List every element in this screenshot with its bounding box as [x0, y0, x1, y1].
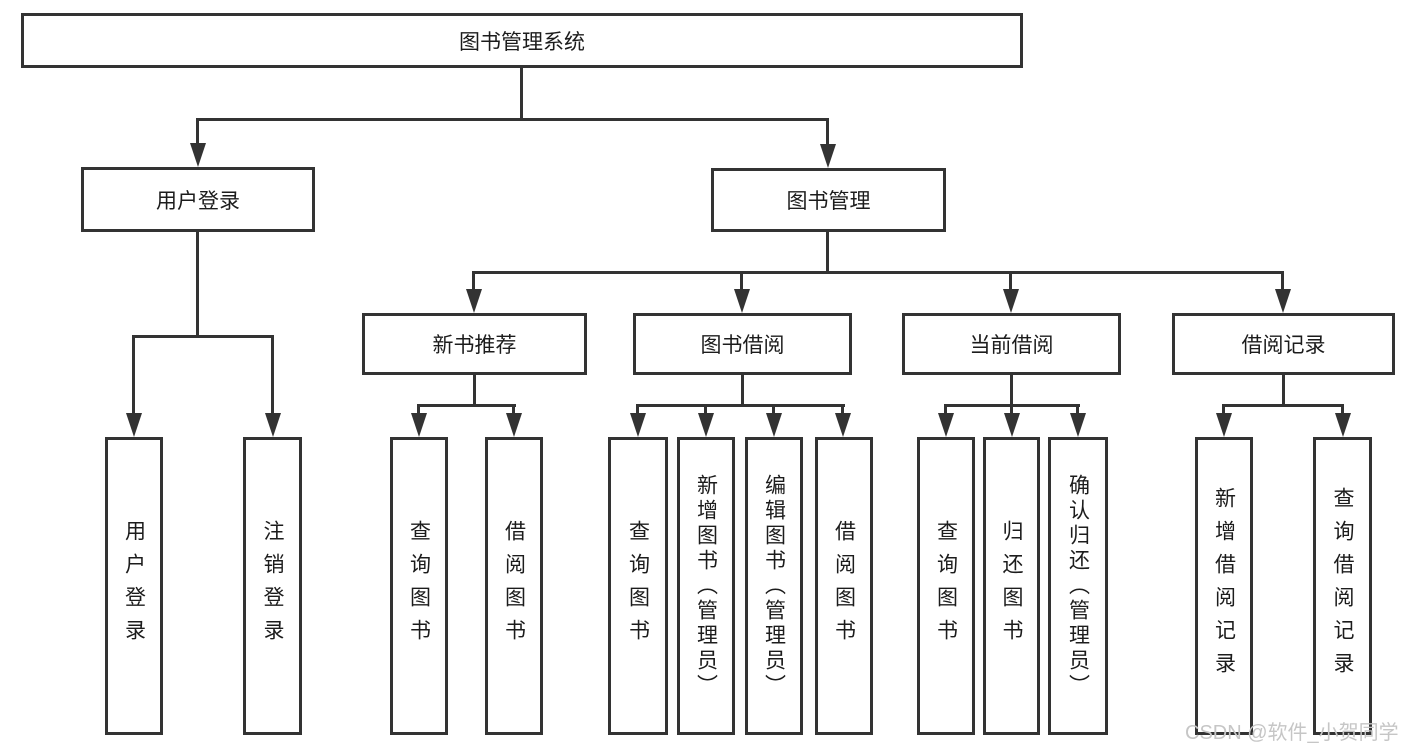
- leaf-add-borrow-record: 新增借阅记录: [1195, 437, 1253, 735]
- arrow-head: [1003, 289, 1019, 313]
- arrow-head: [766, 413, 782, 437]
- connector-line: [473, 271, 1284, 274]
- connector-line: [826, 118, 829, 146]
- node-borrow-records-label: 借阅记录: [1241, 334, 1326, 357]
- arrow-head: [1004, 413, 1020, 437]
- node-borrow-records: 借阅记录: [1172, 313, 1395, 375]
- node-user-login: 用户登录: [81, 167, 315, 232]
- leaf-query-books-current-label: 查询图书: [934, 520, 958, 652]
- leaf-user-login-label: 用户登录: [122, 520, 146, 652]
- csdn-watermark: CSDN @软件_小贺同学: [1185, 722, 1399, 744]
- connector-line: [133, 335, 274, 338]
- node-book-borrow: 图书借阅: [633, 313, 852, 375]
- connector-line: [704, 404, 707, 416]
- leaf-add-borrow-record-label: 新增借阅记录: [1212, 487, 1236, 685]
- arrow-head: [1216, 413, 1232, 437]
- leaf-edit-book-admin: 编辑图书（管理员）: [745, 437, 803, 735]
- arrow-head: [698, 413, 714, 437]
- connector-line: [1341, 404, 1344, 416]
- arrow-head: [630, 413, 646, 437]
- leaf-return-book: 归还图书: [983, 437, 1040, 735]
- connector-line: [1282, 373, 1285, 407]
- connector-line: [772, 404, 775, 416]
- arrow-head: [1275, 289, 1291, 313]
- leaf-query-borrow-record: 查询借阅记录: [1313, 437, 1372, 735]
- node-book-management: 图书管理: [711, 168, 946, 232]
- connector-line: [418, 404, 516, 407]
- node-current-borrow-label: 当前借阅: [969, 334, 1054, 357]
- connector-line: [1281, 271, 1284, 293]
- leaf-logout-label: 注销登录: [261, 520, 284, 652]
- leaf-return-book-label: 归还图书: [1000, 520, 1023, 652]
- leaf-query-books-current: 查询图书: [917, 437, 975, 735]
- connector-line: [512, 404, 515, 416]
- leaf-query-books-recommend-label: 查询图书: [407, 520, 431, 652]
- arrow-head: [734, 289, 750, 313]
- leaf-borrow-books-recommend-label: 借阅图书: [502, 520, 526, 652]
- connector-line: [1010, 373, 1013, 407]
- leaf-borrow-books-borrow-label: 借阅图书: [832, 520, 856, 652]
- connector-line: [636, 404, 639, 416]
- leaf-user-login: 用户登录: [105, 437, 163, 735]
- arrow-head: [1070, 413, 1086, 437]
- leaf-query-books-borrow: 查询图书: [608, 437, 668, 735]
- connector-line: [1222, 404, 1225, 416]
- connector-line: [944, 404, 947, 416]
- arrow-head: [466, 289, 482, 313]
- connector-line: [196, 230, 199, 338]
- connector-line: [841, 404, 844, 416]
- connector-line: [417, 404, 420, 416]
- node-root: 图书管理系统: [21, 13, 1023, 68]
- connector-line: [473, 373, 476, 407]
- node-book-management-label: 图书管理: [786, 190, 871, 213]
- node-new-book-recommend: 新书推荐: [362, 313, 587, 375]
- arrow-head: [938, 413, 954, 437]
- connector-line: [1223, 404, 1344, 407]
- connector-line: [520, 66, 523, 120]
- connector-line: [741, 373, 744, 407]
- arrow-head: [820, 144, 836, 168]
- node-book-borrow-label: 图书借阅: [700, 334, 785, 357]
- leaf-add-book-admin-label: 新增图书（管理员）: [694, 473, 718, 699]
- arrow-head: [265, 413, 281, 437]
- leaf-confirm-return-admin-label: 确认归还（管理员）: [1066, 473, 1090, 699]
- leaf-query-borrow-record-label: 查询借阅记录: [1331, 487, 1354, 685]
- leaf-borrow-books-borrow: 借阅图书: [815, 437, 873, 735]
- leaf-borrow-books-recommend: 借阅图书: [485, 437, 543, 735]
- leaf-confirm-return-admin: 确认归还（管理员）: [1048, 437, 1108, 735]
- arrow-head: [1335, 413, 1351, 437]
- leaf-edit-book-admin-label: 编辑图书（管理员）: [762, 473, 786, 699]
- node-current-borrow: 当前借阅: [902, 313, 1121, 375]
- leaf-add-book-admin: 新增图书（管理员）: [677, 437, 735, 735]
- node-new-book-recommend-label: 新书推荐: [432, 334, 517, 357]
- arrow-head: [190, 143, 206, 167]
- connector-line: [132, 335, 135, 415]
- connector-line: [637, 404, 845, 407]
- connector-line: [1076, 404, 1079, 416]
- node-user-login-label: 用户登录: [156, 189, 240, 213]
- connector-line: [1009, 271, 1012, 293]
- node-root-label: 图书管理系统: [459, 30, 585, 54]
- connector-line: [197, 118, 829, 121]
- arrow-head: [126, 413, 142, 437]
- connector-line: [196, 118, 199, 146]
- leaf-query-books-borrow-label: 查询图书: [626, 520, 650, 652]
- connector-line: [826, 230, 829, 274]
- leaf-logout: 注销登录: [243, 437, 302, 735]
- connector-line: [1010, 404, 1013, 416]
- connector-line: [271, 335, 274, 415]
- connector-line: [472, 271, 475, 293]
- leaf-query-books-recommend: 查询图书: [390, 437, 448, 735]
- arrow-head: [411, 413, 427, 437]
- arrow-head: [506, 413, 522, 437]
- arrow-head: [835, 413, 851, 437]
- connector-line: [740, 271, 743, 293]
